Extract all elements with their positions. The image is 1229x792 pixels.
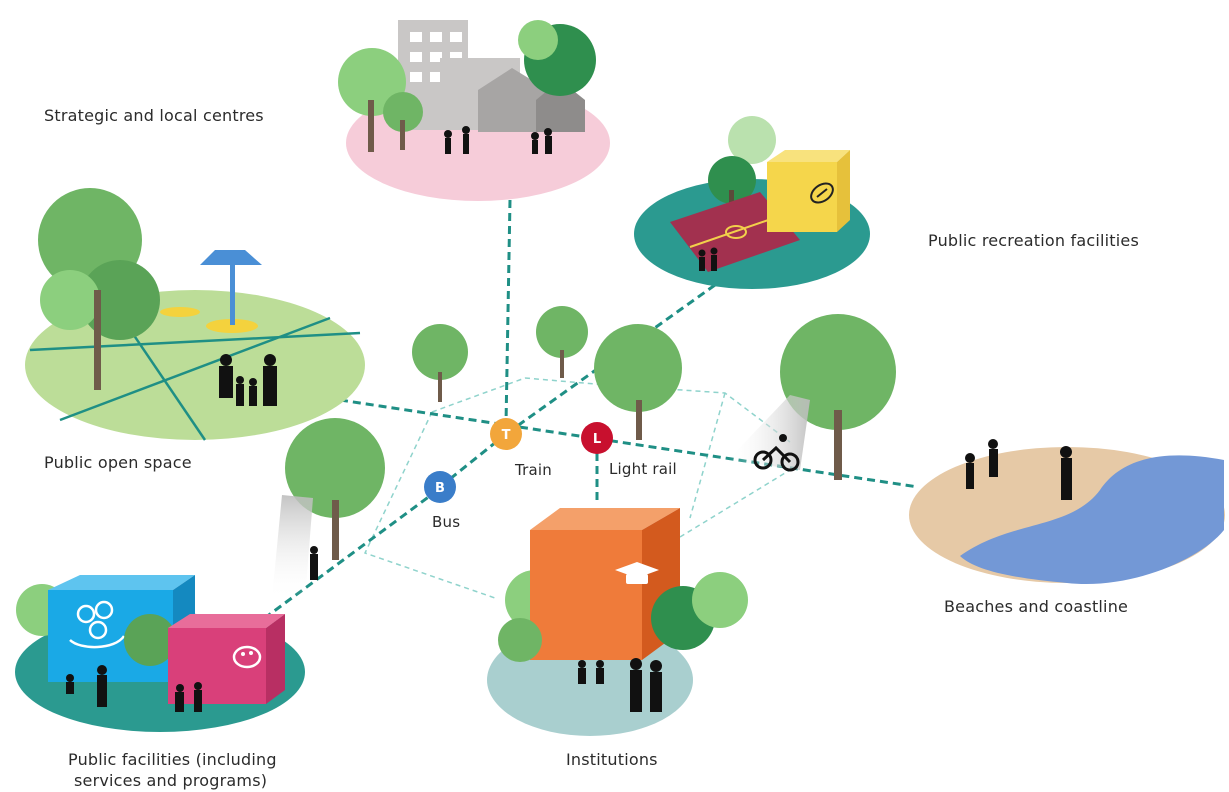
family-silhouette [219,354,277,406]
recreation-scene [634,116,870,289]
centres-scene [338,20,610,201]
train-node: T [490,418,522,450]
open-space-scene [25,188,365,441]
cyclist [753,445,800,472]
facilities-label-line1: Public facilities (including [68,750,277,769]
beach-water [960,455,1224,585]
svg-text:L: L [593,432,601,447]
people-silhouettes [444,126,552,154]
bus-label: Bus [432,513,461,531]
facilities-label-line2: services and programs) [74,771,268,790]
light-rail-label: Light rail [609,460,677,478]
institutions-scene [487,508,748,736]
institution-box [530,530,642,660]
house-shape [478,68,548,132]
light-rail-node: L [581,422,613,454]
beach-scene [909,439,1225,585]
graduation-cap-icon [615,562,659,584]
svg-text:T: T [502,428,511,443]
palette-icon [232,645,262,669]
centres-label: Strategic and local centres [44,106,264,125]
primary-connectors [261,199,919,622]
beaches-label: Beaches and coastline [944,597,1129,616]
bus-node: B [424,471,456,503]
svg-text:B: B [435,481,445,496]
recreation-box [767,162,837,232]
facilities-scene [15,575,305,732]
community-group-icon [69,600,126,649]
football-icon [810,182,834,204]
open-space-label: Public open space [44,453,192,472]
recreation-label: Public recreation facilities [928,231,1139,250]
street-trees [272,306,896,600]
institutions-label: Institutions [566,750,658,769]
umbrella [200,250,262,325]
train-label: Train [515,461,552,479]
